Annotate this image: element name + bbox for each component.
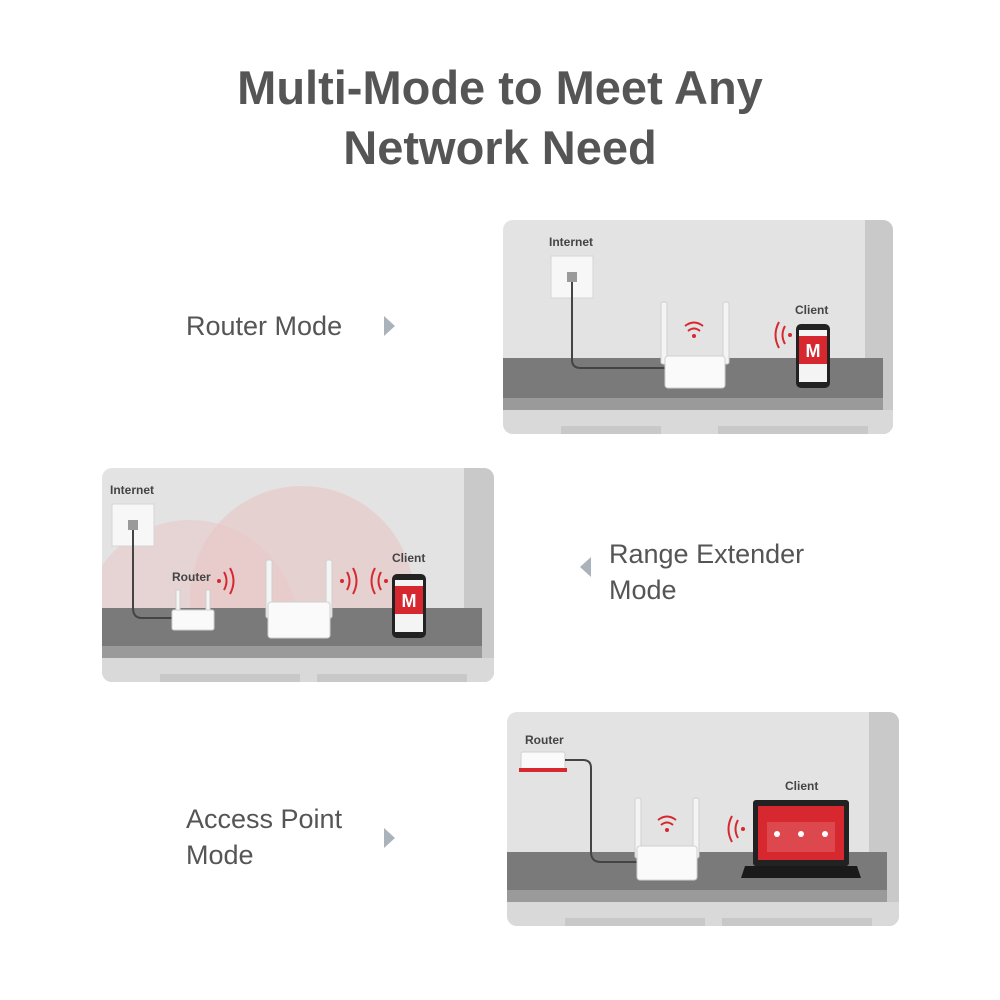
client-label: Client bbox=[785, 779, 819, 793]
title-line-2: Network Need bbox=[343, 121, 657, 174]
router-label: Router bbox=[525, 733, 564, 747]
range-extender-scene: M Internet Router Client bbox=[102, 468, 494, 682]
play-arrow-right-icon bbox=[384, 316, 395, 336]
client-label: Client bbox=[392, 551, 426, 565]
internet-label: Internet bbox=[110, 483, 155, 497]
access-point-mode-label: Access Point Mode bbox=[186, 801, 342, 873]
page-title: Multi-Mode to Meet Any Network Need bbox=[0, 58, 1000, 178]
router-mode-scene: M Internet Client bbox=[503, 220, 893, 434]
play-arrow-right-icon bbox=[384, 828, 395, 848]
svg-text:M: M bbox=[402, 591, 417, 611]
internet-label: Internet bbox=[549, 235, 594, 249]
range-extender-label-line-2: Mode bbox=[609, 575, 677, 605]
access-point-scene: Router Client bbox=[507, 712, 899, 926]
access-point-label-line-2: Mode bbox=[186, 840, 254, 870]
router-mode-label-text: Router Mode bbox=[186, 311, 343, 341]
router-label: Router bbox=[172, 570, 211, 584]
title-line-1: Multi-Mode to Meet Any bbox=[237, 61, 763, 114]
access-point-label-line-1: Access Point bbox=[186, 804, 343, 834]
svg-text:M: M bbox=[806, 341, 821, 361]
play-arrow-left-icon bbox=[580, 557, 591, 577]
router-mode-label: Router Mode bbox=[186, 308, 342, 344]
client-label: Client bbox=[795, 303, 829, 317]
range-extender-mode-label: Range Extender Mode bbox=[609, 536, 804, 608]
range-extender-label-line-1: Range Extender bbox=[609, 539, 805, 569]
